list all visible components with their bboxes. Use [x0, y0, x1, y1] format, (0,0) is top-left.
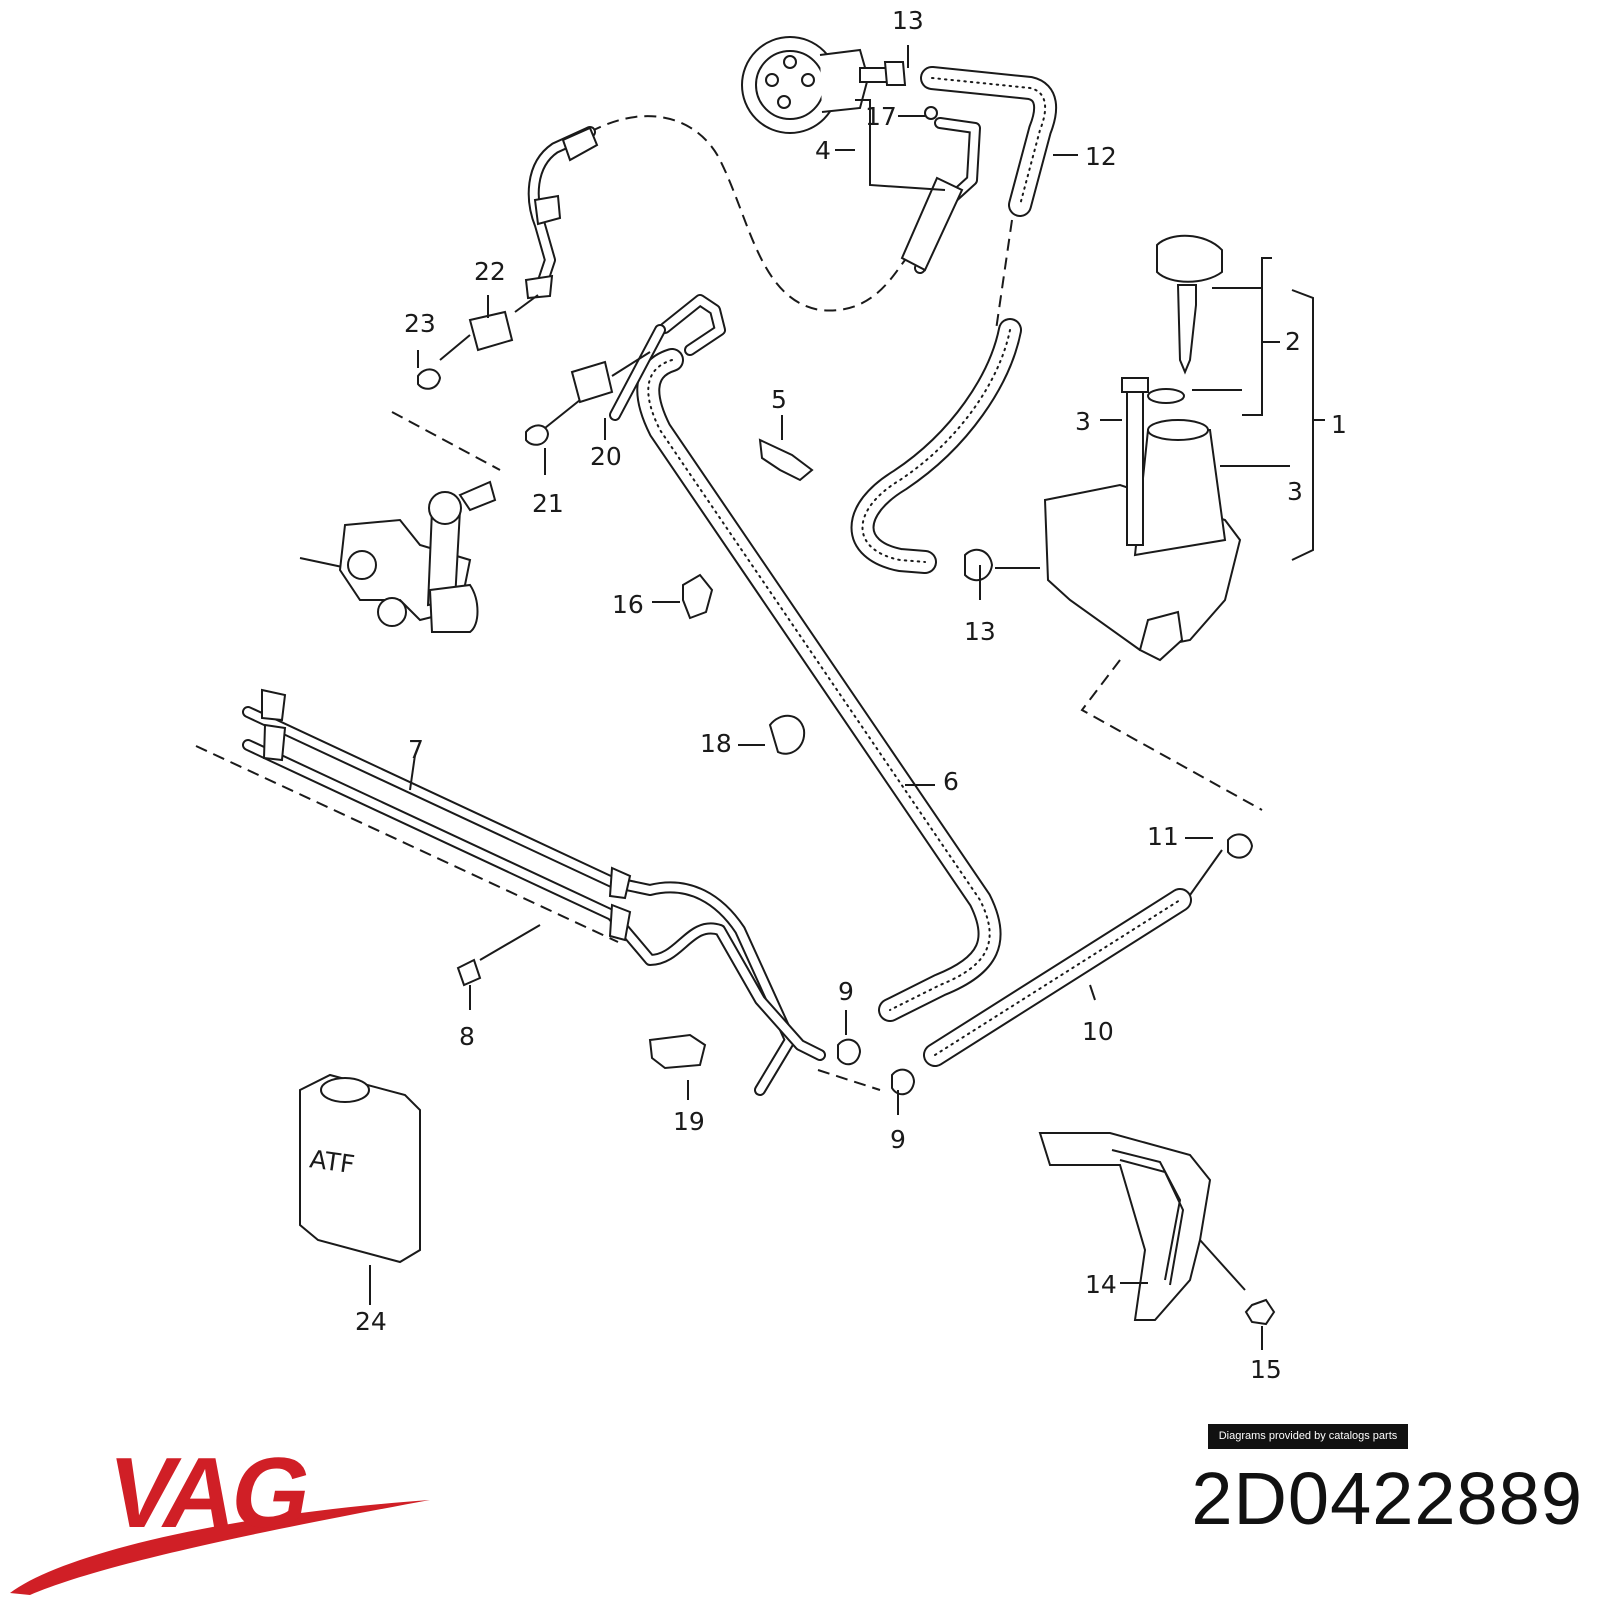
clip-18 — [768, 714, 806, 755]
label-6: 6 — [943, 767, 959, 796]
vag-logo: VAG — [10, 1445, 430, 1595]
pressure-switch — [525, 351, 651, 446]
clip-16 — [682, 573, 714, 620]
return-hose-10 — [923, 833, 1254, 1067]
pressure-line-upper — [900, 106, 981, 274]
label-2: 2 — [1285, 327, 1301, 356]
logo-swoosh — [10, 1500, 430, 1595]
label-24: 24 — [355, 1307, 387, 1336]
part-number: 2D0422889 — [1191, 1457, 1583, 1540]
power-steering-pump — [741, 36, 907, 134]
clamp-9-lower — [891, 1068, 916, 1096]
callout-labels: 1 2 3 3 4 5 6 7 8 9 9 10 11 12 13 13 14 … — [355, 6, 1347, 1384]
nut-15 — [1244, 1298, 1276, 1326]
label-7: 7 — [408, 735, 424, 764]
label-14: 14 — [1085, 1270, 1117, 1299]
label-12: 12 — [1085, 142, 1117, 171]
logo-text: VAG — [100, 1445, 317, 1549]
label-8: 8 — [459, 1022, 475, 1051]
label-21: 21 — [532, 489, 564, 518]
cooling-line-7 — [242, 688, 826, 1096]
label-17: 17 — [865, 102, 897, 131]
label-19: 19 — [673, 1107, 705, 1136]
clip-5 — [758, 438, 814, 482]
bolt-8 — [456, 924, 541, 987]
label-23: 23 — [404, 309, 436, 338]
fluid-reservoir — [1043, 234, 1242, 662]
bracket-14 — [1038, 1132, 1246, 1321]
watermark-caption: Diagrams provided by catalogs parts — [1208, 1424, 1408, 1449]
leader-lines — [369, 45, 1325, 1350]
pressure-hose-6 — [609, 294, 1002, 1022]
label-20: 20 — [590, 442, 622, 471]
label-9-lower: 9 — [890, 1125, 906, 1154]
steering-gear — [299, 480, 497, 633]
assembly-dashed-lines — [195, 115, 1263, 1091]
label-15: 15 — [1250, 1355, 1282, 1384]
label-18: 18 — [700, 729, 732, 758]
suction-hose-12 — [920, 66, 1058, 217]
label-1: 1 — [1331, 410, 1347, 439]
pressure-pipe-left — [417, 126, 599, 390]
label-3-reservoir: 3 — [1287, 477, 1303, 506]
label-22: 22 — [474, 257, 506, 286]
label-9-upper: 9 — [838, 977, 854, 1006]
label-5: 5 — [771, 385, 787, 414]
label-16: 16 — [612, 590, 644, 619]
label-3-bolt: 3 — [1075, 407, 1091, 436]
label-13-top: 13 — [892, 6, 924, 35]
bottle-label: ATF — [308, 1144, 356, 1179]
clamp-9-upper — [837, 1038, 862, 1066]
return-hose — [850, 318, 1040, 582]
label-10: 10 — [1082, 1017, 1114, 1046]
atf-bottle: ATF — [299, 1073, 421, 1264]
label-4: 4 — [815, 136, 831, 165]
clip-19 — [648, 1033, 707, 1070]
label-13-lower: 13 — [964, 617, 996, 646]
label-11: 11 — [1147, 822, 1179, 851]
